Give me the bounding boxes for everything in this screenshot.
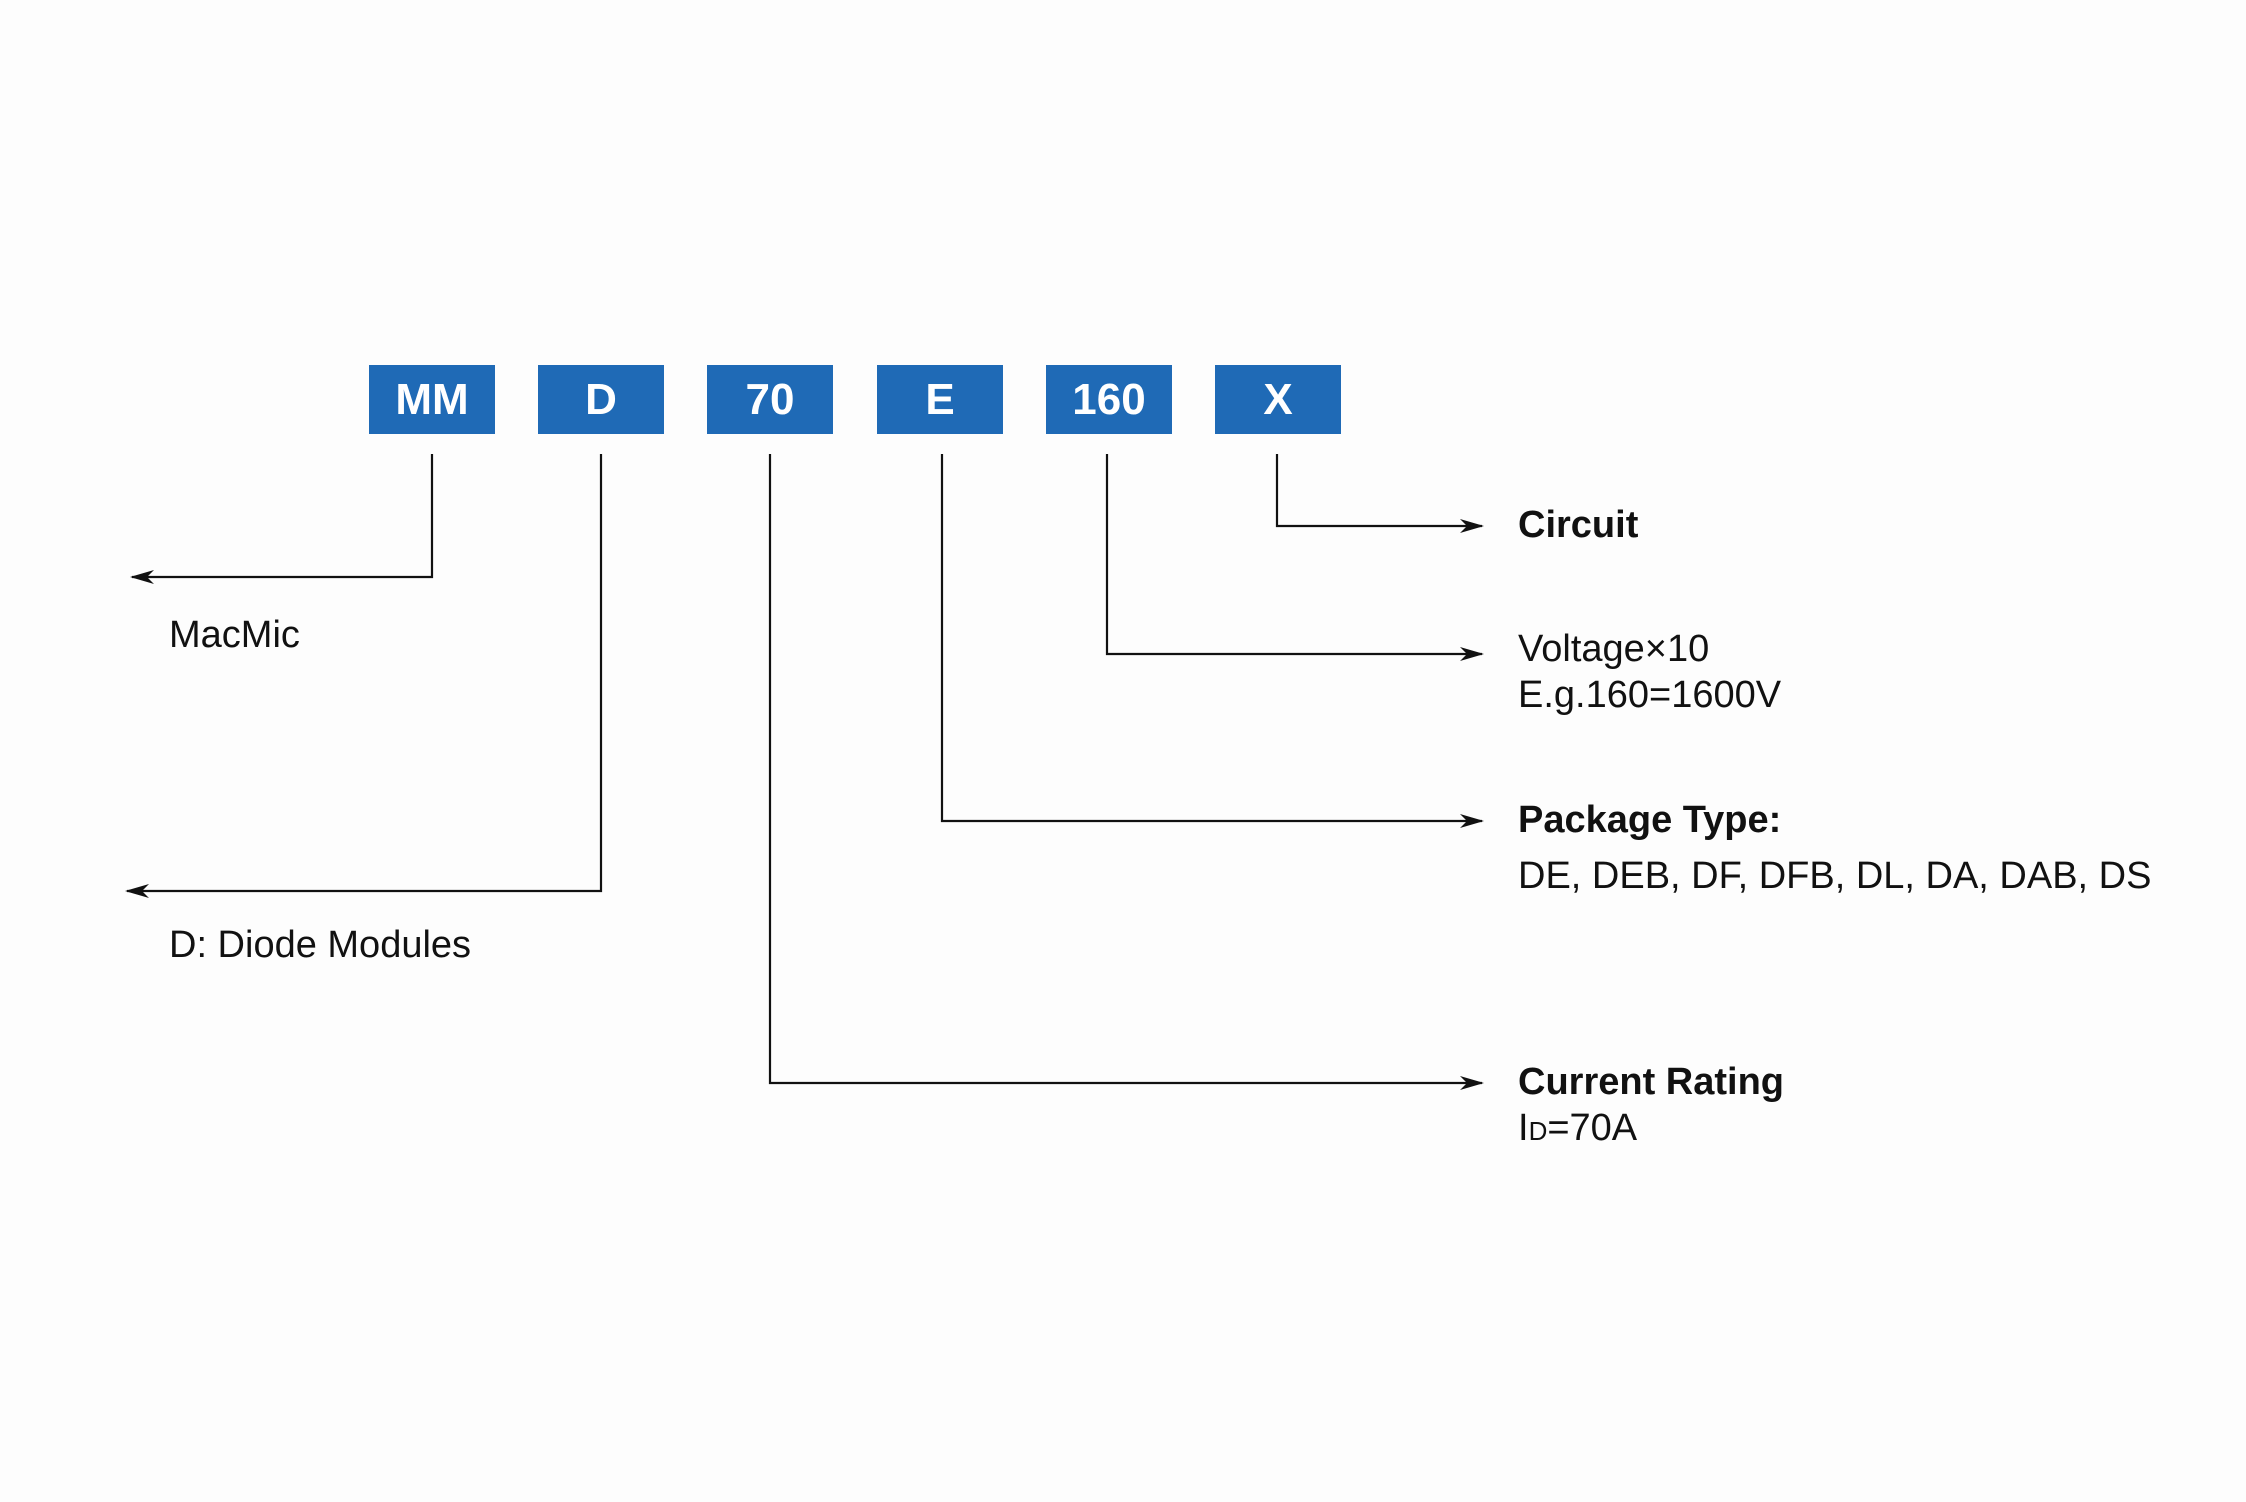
current-rating-heading: Current Rating [1518, 1061, 1784, 1103]
current-subscript: D [1528, 1116, 1548, 1146]
connector-e [940, 454, 1484, 828]
diode-modules-text: D: Diode Modules [169, 924, 472, 966]
connector-mm [130, 454, 434, 584]
label-macmic: MacMic [169, 612, 300, 658]
code-box-e: E [877, 365, 1003, 434]
macmic-text: MacMic [169, 614, 300, 656]
label-package-type: Package Type: DE, DEB, DF, DFB, DL, DA, … [1518, 797, 2151, 899]
voltage-line2: E.g.160=1600V [1518, 674, 1782, 716]
label-diode-modules: D: Diode Modules [169, 922, 471, 968]
voltage-line1: Voltage×10 [1518, 628, 1710, 670]
label-voltage: Voltage×10 E.g.160=1600V [1518, 626, 1781, 718]
package-type-heading: Package Type: [1518, 799, 1782, 841]
code-box-70: 70 [707, 365, 833, 434]
connector-x [1275, 454, 1484, 533]
label-current-rating: Current Rating ID=70A [1518, 1059, 1784, 1154]
code-box-x: X [1215, 365, 1341, 434]
code-box-160: 160 [1046, 365, 1172, 434]
current-rating-value: ID=70A [1518, 1105, 1784, 1154]
current-symbol: I [1518, 1107, 1529, 1149]
connector-d [125, 454, 603, 898]
connector-160 [1105, 454, 1484, 661]
circuit-heading: Circuit [1518, 504, 1639, 546]
code-box-mm: MM [369, 365, 495, 434]
package-type-detail: DE, DEB, DF, DFB, DL, DA, DAB, DS [1518, 855, 2152, 897]
label-circuit: Circuit [1518, 502, 1638, 548]
code-box-d: D [538, 365, 664, 434]
connector-70 [768, 454, 1484, 1090]
current-value: =70A [1547, 1107, 1638, 1149]
